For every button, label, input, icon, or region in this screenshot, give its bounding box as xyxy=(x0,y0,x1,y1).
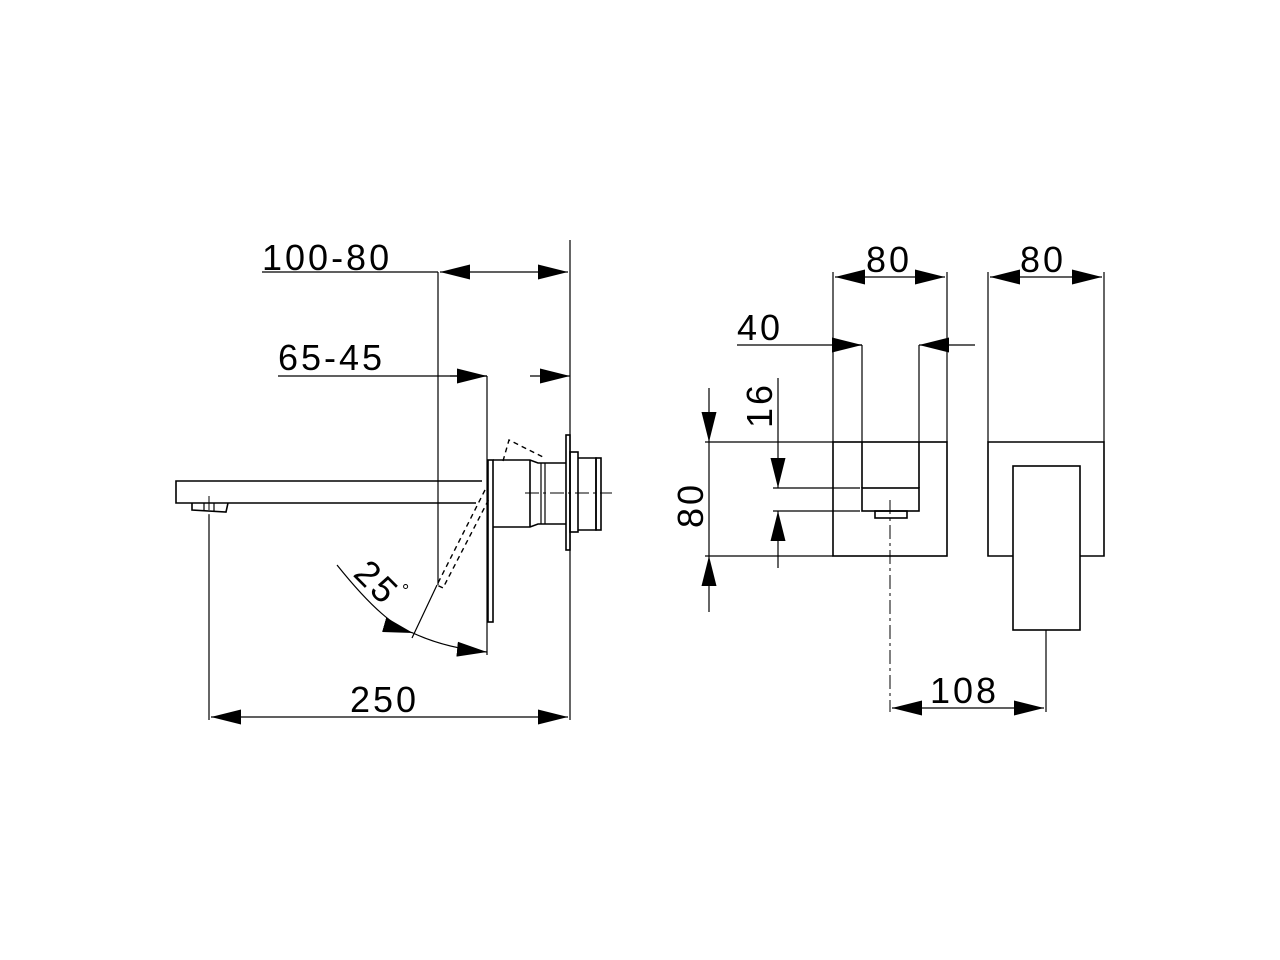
dimension-front-width-80: 80 xyxy=(832,239,948,442)
dimension-65-45: 65-45 xyxy=(278,337,570,655)
dim-label-end-width: 80 xyxy=(1020,239,1066,280)
mixer-body xyxy=(487,434,612,623)
dim-label-100-80: 100-80 xyxy=(262,237,392,278)
dim-label-40: 40 xyxy=(737,307,783,348)
dimension-end-width-80: 80 xyxy=(987,239,1105,442)
dimension-108: 108 xyxy=(892,630,1047,716)
dim-label-angle: 25 xyxy=(346,552,408,614)
end-view: 80 108 xyxy=(892,239,1105,716)
dim-label-front-width: 80 xyxy=(866,239,912,280)
dim-label-front-height: 80 xyxy=(670,482,711,528)
dimension-40: 40 xyxy=(737,307,975,442)
spout xyxy=(175,480,482,513)
front-view: 80 40 80 16 xyxy=(670,239,975,712)
dim-label-16: 16 xyxy=(739,382,780,428)
dimension-angle: 25 ° xyxy=(336,552,488,657)
dimension-100-80: 100-80 xyxy=(262,237,571,720)
dimension-front-height-80: 80 xyxy=(670,388,833,612)
dimension-250: 250 xyxy=(208,496,568,725)
side-view: 100-80 65-45 25 ° 250 xyxy=(175,237,612,725)
lever-rotated-outline xyxy=(436,438,546,589)
dimension-16: 16 xyxy=(739,378,860,568)
degree-symbol: ° xyxy=(402,581,412,601)
dim-label-108: 108 xyxy=(930,670,999,711)
dim-label-65-45: 65-45 xyxy=(278,337,385,378)
dim-label-250: 250 xyxy=(350,679,419,720)
